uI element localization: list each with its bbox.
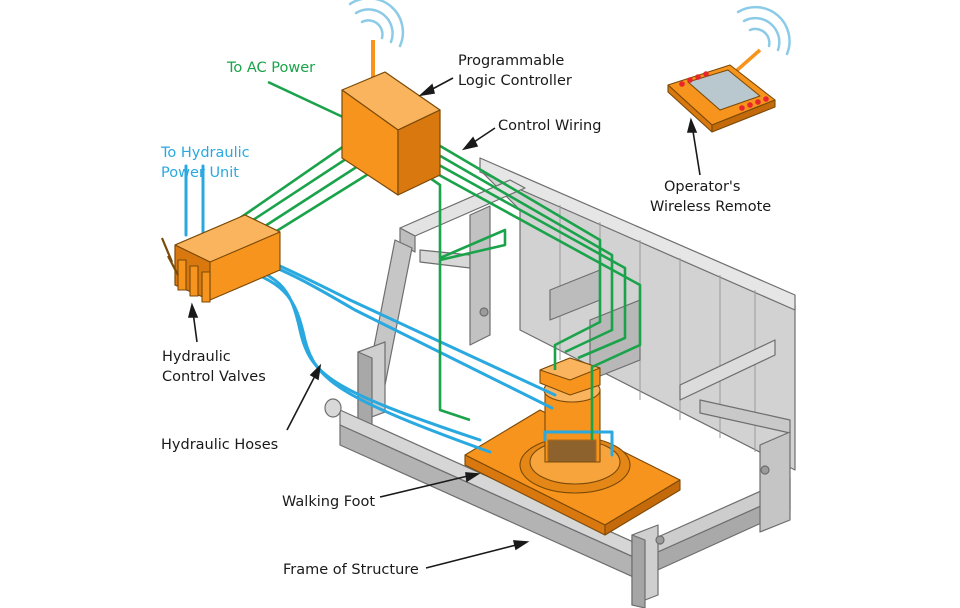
- steel-frame: [324, 157, 796, 608]
- label-valves-line1: Hydraulic: [162, 349, 231, 365]
- control-wiring: [239, 80, 642, 440]
- label-hydraulic-power-unit-line2: Power Unit: [161, 165, 239, 181]
- label-plc-line2: Logic Controller: [458, 73, 572, 89]
- label-control-wiring: Control Wiring: [498, 118, 602, 134]
- label-walking-foot: Walking Foot: [282, 494, 376, 510]
- hydraulic-control-valves: [160, 214, 281, 303]
- label-remote-line1: Operator's: [664, 179, 741, 195]
- label-ac-power: To AC Power: [227, 60, 316, 76]
- label-plc-line1: Programmable: [458, 53, 565, 69]
- label-valves-line2: Control Valves: [162, 369, 266, 385]
- wireless-signal-icon: [348, 0, 791, 56]
- wireless-remote: [667, 48, 776, 133]
- label-frame-of-structure: Frame of Structure: [283, 562, 419, 578]
- label-remote-line2: Wireless Remote: [650, 199, 772, 215]
- walking-foot: [464, 357, 681, 536]
- label-hydraulic-hoses: Hydraulic Hoses: [161, 437, 279, 453]
- callout-arrows: [187, 77, 701, 569]
- plc-box: [341, 40, 441, 196]
- label-hydraulic-power-unit-line1: To Hydraulic: [161, 145, 250, 161]
